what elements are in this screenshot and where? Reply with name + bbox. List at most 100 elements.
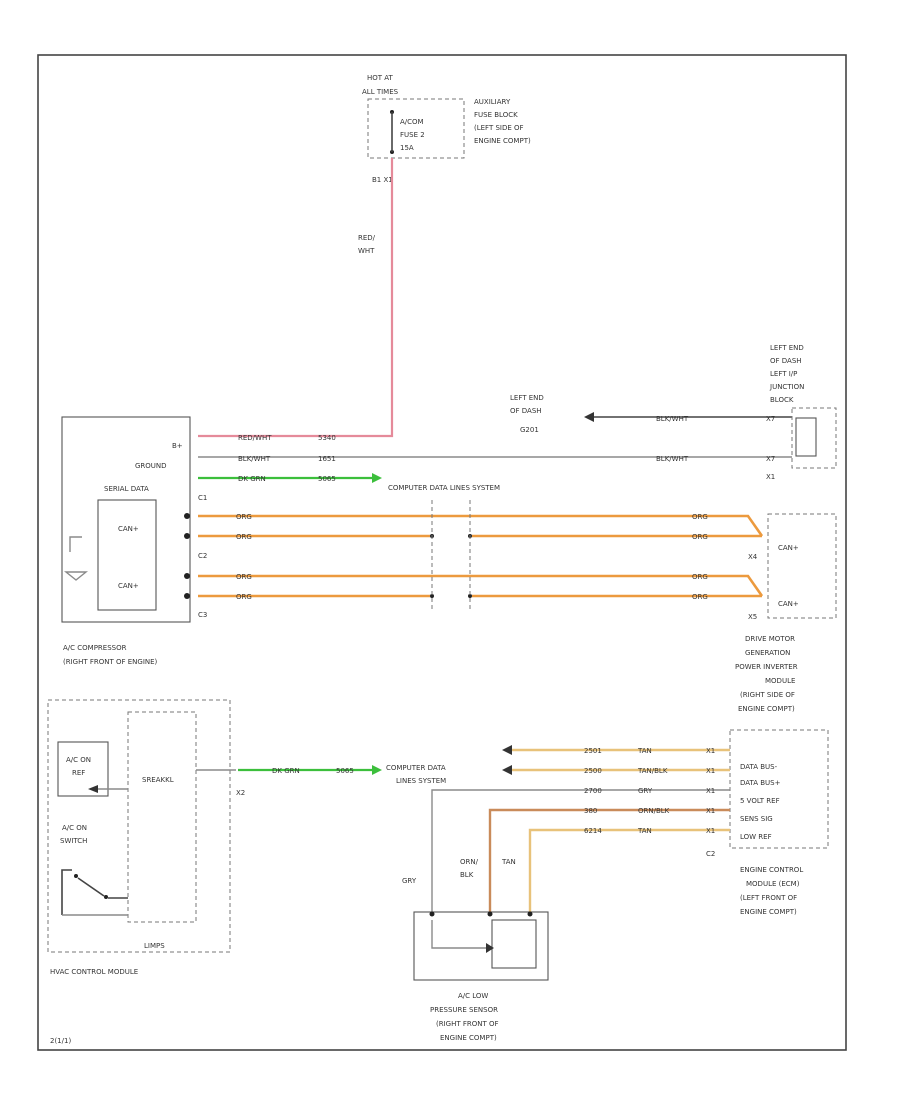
hvac-wire-color: DK GRN [272,767,300,775]
ecm-color-3: GRY [638,787,653,795]
drive-motor-label-6: ENGINE COMPT) [738,705,795,713]
ecm-color-5: TAN [637,827,652,835]
can-a-terminal [184,513,190,519]
junction-inner [795,417,817,457]
sensor-inner [491,919,537,969]
ac-pressure-sensor: GRY ORN/ BLK TAN A/C LOW PRESSURE SENSOR… [402,858,549,1042]
ac-on-ref-2: REF [72,769,85,777]
hvac-inner-bottom: LIMPS [144,942,165,950]
feed-wire-color-1: RED/ [358,234,376,242]
junction-connector: X1 [766,473,775,481]
ecm-connector: C2 [706,850,715,858]
g201-label-1: LEFT END [510,394,544,402]
ecm-label-3: (LEFT FRONT OF [740,894,797,902]
compressor-inverter-box [97,499,157,611]
five-volt-ref-wire [431,789,730,912]
sensor-label-1: A/C LOW [458,992,488,1000]
ac-compressor: B+ GROUND SERIAL DATA CAN+ CAN+ C1 C2 C3… [61,416,207,666]
junction-outline [791,407,837,469]
junction-block: LEFT END OF DASH LEFT I/P JUNCTION BLOCK… [766,344,837,481]
ecm-module: DATA BUS- DATA BUS+ 5 VOLT REF SENS SIG … [431,729,829,916]
junction-label-1: LEFT END [770,344,804,352]
hvac-connector: X2 [236,789,245,797]
fuse-block-name-4: ENGINE COMPT) [474,137,531,145]
ecm-label-2: MODULE (ECM) [746,880,800,888]
connector-c3: C3 [198,611,207,619]
ecm-pin-5v-ref: 5 VOLT REF [740,797,780,805]
ecm-color-4: ORN/BLK [638,807,670,815]
hvac-label: HVAC CONTROL MODULE [50,968,138,976]
can-d-splice-left [430,594,434,598]
data-bus-minus-arrow [502,745,512,755]
can-b-right-color: ORG [692,533,708,541]
computer-data-lines-2b: LINES SYSTEM [396,777,446,785]
sensor-label-2: PRESSURE SENSOR [430,1006,498,1014]
page-reference: 2(1/1) [50,1037,71,1045]
hvac-outline [47,699,231,953]
computer-data-lines-2a: COMPUTER DATA [386,764,446,772]
bplus-wire-color: RED/WHT [238,434,272,442]
ground-g201: LEFT END OF DASH G201 BLK/WHT [510,394,792,434]
serial-data-arrow [372,473,382,483]
can-b-terminal [184,533,190,539]
ac-switch-1: A/C ON [62,824,87,832]
feed-wire-red [198,158,394,438]
fuse-block: HOT AT ALL TIMES A/COM FUSE 2 15A AUXILI… [362,74,531,184]
ecm-circuit-5: 6214 [584,827,602,835]
ecm-pinnum-5: X1 [706,827,715,835]
feed-wire-color-2: WHT [358,247,375,255]
can-plus-1: CAN+ [118,525,139,533]
g201-arrow [584,412,594,422]
fuse-block-name-3: (LEFT SIDE OF [474,124,524,132]
ecm-pinnum-1: X1 [706,747,715,755]
fuse-block-name-1: AUXILIARY [474,98,511,106]
ac-switch-2: SWITCH [60,837,87,845]
ac-on-ref-box [57,741,109,797]
junction-label-4: JUNCTION [769,383,804,391]
ecm-outline [729,729,829,849]
drive-motor-pin-1: CAN+ [778,544,799,552]
can-d-left-color: ORG [236,593,252,601]
fuse-block-outline [367,98,465,159]
can-c-wire [198,574,764,597]
sensor-wire-orn-2: BLK [460,871,474,879]
junction-label-5: BLOCK [770,396,794,404]
ecm-circuit-2: 2500 [584,767,602,775]
sensor-pin-a [429,911,435,917]
ecm-pin-sens-sig: SENS SIG [740,815,773,823]
hvac-serial-arrow [372,765,382,775]
hvac-inner [127,711,197,923]
hvac-control-module: A/C ON REF A/C ON SWITCH SREAKKL LIMPS X… [47,699,245,976]
data-bus-plus-arrow [502,765,512,775]
ecm-pinnum-3: X1 [706,787,715,795]
drive-motor-label-5: (RIGHT SIDE OF [740,691,795,699]
serial-wire-color: DK GRN [238,475,266,483]
connector-c1: C1 [198,494,207,502]
hvac-inner-label: SREAKKL [142,776,174,784]
low-ref-wire [528,828,730,912]
ac-switch-contact [104,895,108,899]
drive-motor-label-3: POWER INVERTER [735,663,798,671]
ac-on-ref-1: A/C ON [66,756,91,764]
ground-wire-color: BLK/WHT [238,455,271,463]
can-plus-2: CAN+ [118,582,139,590]
fuse-number: FUSE 2 [400,131,425,139]
computer-data-lines-1: COMPUTER DATA LINES SYSTEM [388,484,500,492]
ground-wire-circuit: 1651 [318,455,336,463]
g201-wire-color: BLK/WHT [656,415,689,423]
ac-on-ref-arrow [88,785,98,793]
drive-motor-outline [767,513,837,619]
compressor-outline [61,416,191,623]
can-ghost-connector [431,500,471,610]
ecm-pin-data-bus-minus: DATA BUS- [740,763,778,771]
ecm-label-1: ENGINE CONTROL [740,866,803,874]
fuse-name: A/COM [400,118,424,126]
fuse-block-name-2: FUSE BLOCK [474,111,518,119]
can-a-right-color: ORG [692,513,708,521]
ecm-circuit-1: 2501 [584,747,602,755]
sensor-signal-wire [488,808,730,912]
ac-switch-symbol [61,869,128,915]
pin-bplus: B+ [172,442,183,450]
fuse-rating: 15A [400,144,414,152]
